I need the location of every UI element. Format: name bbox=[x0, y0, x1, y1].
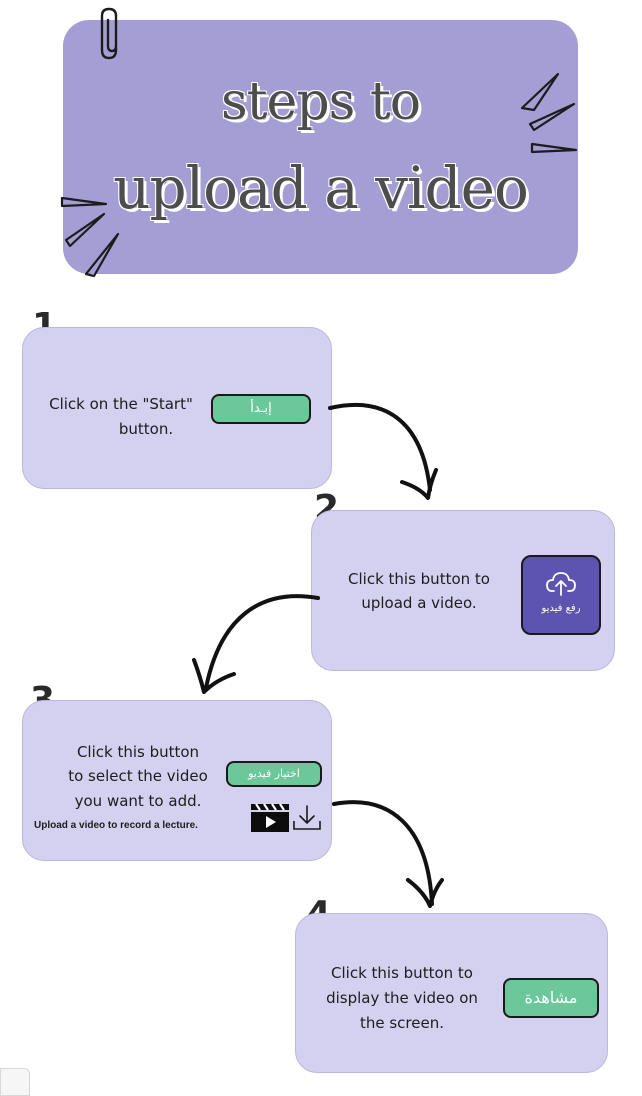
upload-video-button-label: رفع فيديو bbox=[541, 603, 581, 614]
step-3-note: Upload a video to record a lecture. bbox=[34, 820, 198, 831]
upload-video-button[interactable]: رفع فيديو bbox=[521, 555, 601, 635]
select-video-button[interactable]: اختيار فيديو bbox=[226, 761, 322, 787]
arrow-step2-to-step3-icon bbox=[192, 594, 320, 694]
arrow-step1-to-step2-icon bbox=[328, 402, 438, 500]
burst-lines-left-icon bbox=[60, 196, 120, 278]
clapperboard-icon bbox=[251, 803, 289, 832]
step-4-text-line-2: display the video on bbox=[326, 989, 478, 1007]
download-icon bbox=[293, 805, 321, 830]
burst-lines-right-icon bbox=[520, 72, 578, 154]
step-4-text-line-3: the screen. bbox=[359, 1014, 445, 1032]
step-3-text-line-3: you want to add. bbox=[74, 792, 202, 810]
step-3-text-line-1: Click this button bbox=[76, 743, 200, 761]
step-1-text-line-2: button. bbox=[118, 420, 174, 438]
arrow-step3-to-step4-icon bbox=[332, 800, 444, 908]
title-line-1: steps to bbox=[220, 72, 421, 132]
page-corner bbox=[0, 1068, 30, 1096]
cloud-upload-icon bbox=[546, 572, 576, 596]
title-line-2: upload a video bbox=[113, 154, 529, 222]
step-2-text-line-2: upload a video. bbox=[361, 594, 477, 612]
step-1-text-line-1: Click on the "Start" bbox=[49, 395, 193, 413]
step-4-text-line-1: Click this button to bbox=[331, 964, 473, 982]
watch-button[interactable]: مشاهدة bbox=[503, 978, 599, 1018]
step-2-text-line-1: Click this button to bbox=[348, 570, 490, 588]
step-3-text-line-2: to select the video bbox=[68, 767, 208, 785]
title-banner: steps to upload a video bbox=[63, 20, 578, 274]
start-button[interactable]: إبـدأ bbox=[211, 394, 311, 424]
paperclip-icon bbox=[100, 7, 118, 60]
